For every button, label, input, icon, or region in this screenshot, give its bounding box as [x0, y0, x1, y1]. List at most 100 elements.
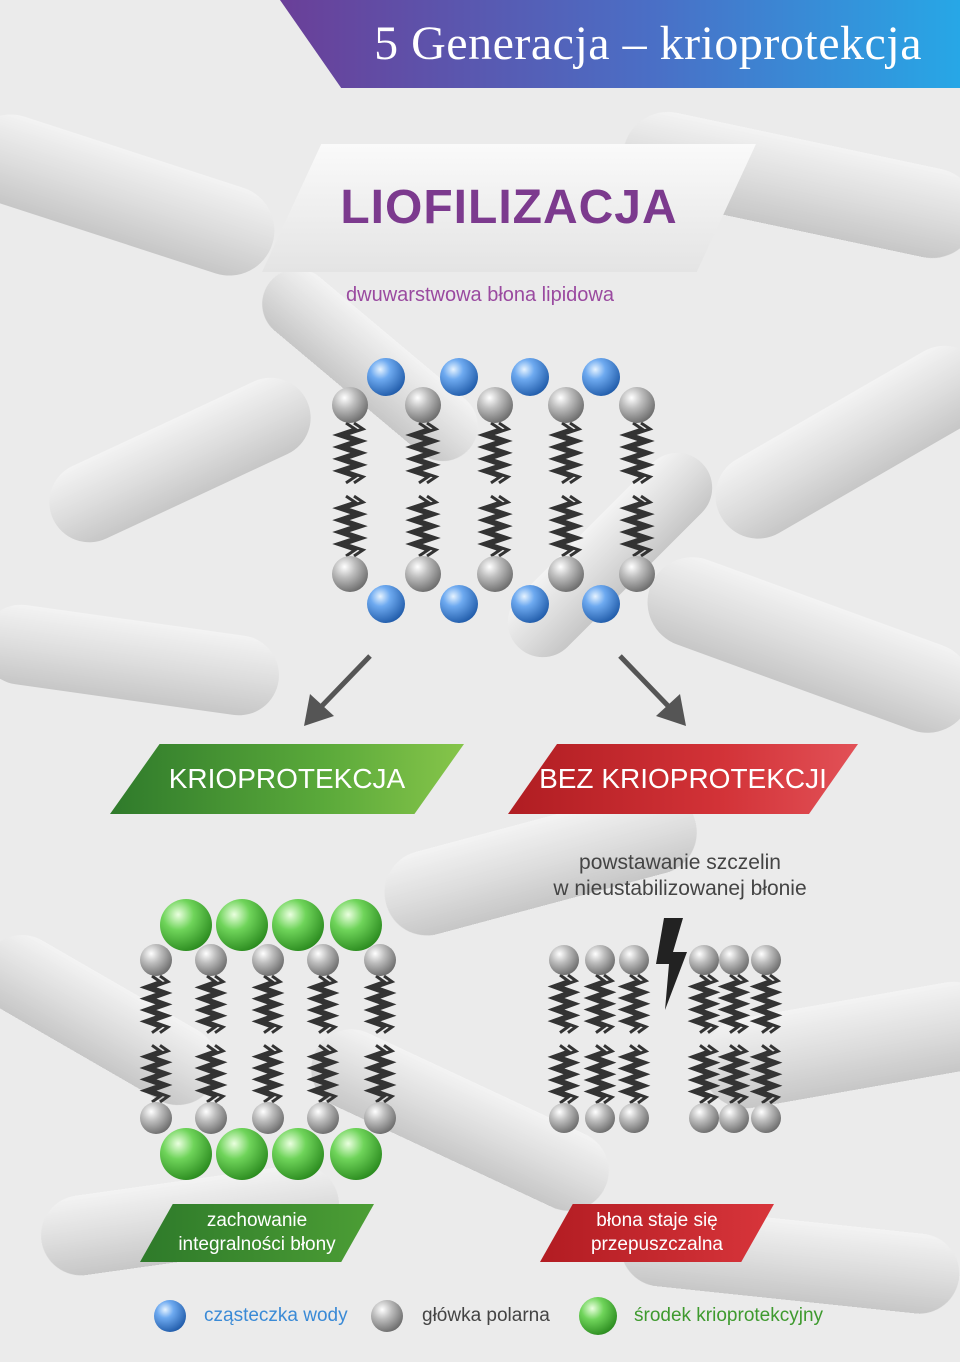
polar-head — [364, 944, 396, 976]
lipid-tail — [251, 1044, 277, 1104]
lipid-tail — [687, 973, 713, 1034]
no-cryoprotection-banner: BEZ KRIOPROTEKCJI — [508, 744, 858, 814]
polar-head — [252, 1102, 284, 1134]
polar-head — [140, 944, 172, 976]
polar-head — [477, 556, 513, 592]
no-cryoprotection-label: BEZ KRIOPROTEKCJI — [539, 763, 827, 794]
water-molecule — [367, 358, 405, 396]
water-molecule — [511, 585, 549, 623]
gap-caption-line-2: w nieustabilizowanej błonie — [553, 877, 807, 900]
lipid-tail — [332, 421, 360, 485]
polar-head — [689, 945, 719, 975]
lipid-tail — [306, 974, 332, 1034]
cryoprotectant-molecule — [160, 1128, 212, 1180]
legend-cryo-label: środek krioprotekcyjny — [634, 1305, 824, 1326]
lipid-tail — [547, 973, 573, 1034]
lipid-tail — [202, 974, 228, 1034]
lipid-tail — [340, 421, 368, 485]
lipid-tail — [749, 1044, 775, 1105]
lipid-tail — [591, 1044, 617, 1105]
lipid-tail — [147, 974, 173, 1034]
lipid-tail — [619, 494, 647, 558]
cryoprotectant-molecule — [216, 899, 268, 951]
lipid-tail — [194, 1044, 220, 1104]
result-permeable-line-1: błona staje się — [596, 1210, 718, 1231]
polar-head — [751, 1103, 781, 1133]
lipid-tail — [413, 421, 441, 485]
lipid-tail — [695, 1044, 721, 1105]
lipid-tail — [583, 973, 609, 1034]
legend-head-label: główka polarna — [422, 1305, 550, 1326]
polar-head — [689, 1103, 719, 1133]
lipid-tail — [548, 494, 576, 558]
lipid-tail — [139, 974, 165, 1034]
main-title-box: LIOFILIZACJA — [262, 144, 756, 272]
legend-cryo-icon — [579, 1297, 617, 1335]
lipid-tail — [363, 1044, 389, 1104]
lipid-tail — [627, 494, 655, 558]
lipid-tail — [306, 1044, 332, 1104]
lipid-tail — [555, 1044, 581, 1105]
polar-head — [548, 556, 584, 592]
cryoprotectant-molecule — [272, 1128, 324, 1180]
lipid-tail — [251, 974, 277, 1034]
bilayer-subtitle: dwuwarstwowa błona lipidowa — [346, 284, 614, 306]
legend-water-icon — [154, 1300, 186, 1332]
polar-head — [619, 1103, 649, 1133]
polar-head — [252, 944, 284, 976]
lipid-tail — [617, 1044, 643, 1105]
lipid-tail — [413, 494, 441, 558]
lipid-tail — [405, 494, 433, 558]
result-integrity-line-2: integralności błony — [178, 1234, 336, 1255]
bilayer-top — [332, 358, 655, 623]
polar-head — [364, 1102, 396, 1134]
lipid-tail — [194, 974, 220, 1034]
lipid-tail — [749, 973, 775, 1034]
water-molecule — [582, 358, 620, 396]
cryoprotection-label: KRIOPROTEKCJA — [168, 763, 406, 794]
polar-head — [549, 1103, 579, 1133]
water-molecule — [582, 585, 620, 623]
result-integrity-banner: zachowanie integralności błony — [140, 1204, 374, 1262]
water-molecule — [367, 585, 405, 623]
lipid-tail — [583, 1044, 609, 1105]
lipid-tail — [147, 1044, 173, 1104]
polar-head — [719, 1103, 749, 1133]
lipid-tail — [371, 974, 397, 1034]
lipid-tail — [485, 494, 513, 558]
polar-head — [332, 556, 368, 592]
polar-head — [719, 945, 749, 975]
water-molecule — [440, 358, 478, 396]
polar-head — [307, 1102, 339, 1134]
polar-head — [751, 945, 781, 975]
polar-head — [585, 945, 615, 975]
arrow-left-icon — [304, 654, 372, 726]
lipid-tail — [725, 1044, 751, 1105]
lipid-tail — [556, 494, 584, 558]
lipid-tail — [259, 1044, 285, 1104]
polar-head — [549, 945, 579, 975]
lipid-tail — [139, 1044, 165, 1104]
cryoprotectant-molecule — [160, 899, 212, 951]
lipid-tail — [725, 973, 751, 1034]
polar-head — [548, 387, 584, 423]
legend-water-label: cząsteczka wody — [204, 1305, 348, 1326]
polar-head — [195, 1102, 227, 1134]
lipid-tail — [757, 1044, 783, 1105]
lipid-tail — [625, 973, 651, 1034]
lipid-tail — [617, 973, 643, 1034]
lipid-tail — [625, 1044, 651, 1105]
cryoprotectant-molecule — [330, 1128, 382, 1180]
lipid-tail — [371, 1044, 397, 1104]
lipid-tail — [332, 494, 360, 558]
lipid-tail — [477, 421, 505, 485]
lipid-tail — [548, 421, 576, 485]
cryoprotectant-molecule — [330, 899, 382, 951]
legend-head-icon — [371, 1300, 403, 1332]
lipid-tail — [619, 421, 647, 485]
lipid-tail — [363, 974, 389, 1034]
lipid-tail — [202, 1044, 228, 1104]
lipid-tail — [340, 494, 368, 558]
polar-head — [195, 944, 227, 976]
lipid-tail — [405, 421, 433, 485]
